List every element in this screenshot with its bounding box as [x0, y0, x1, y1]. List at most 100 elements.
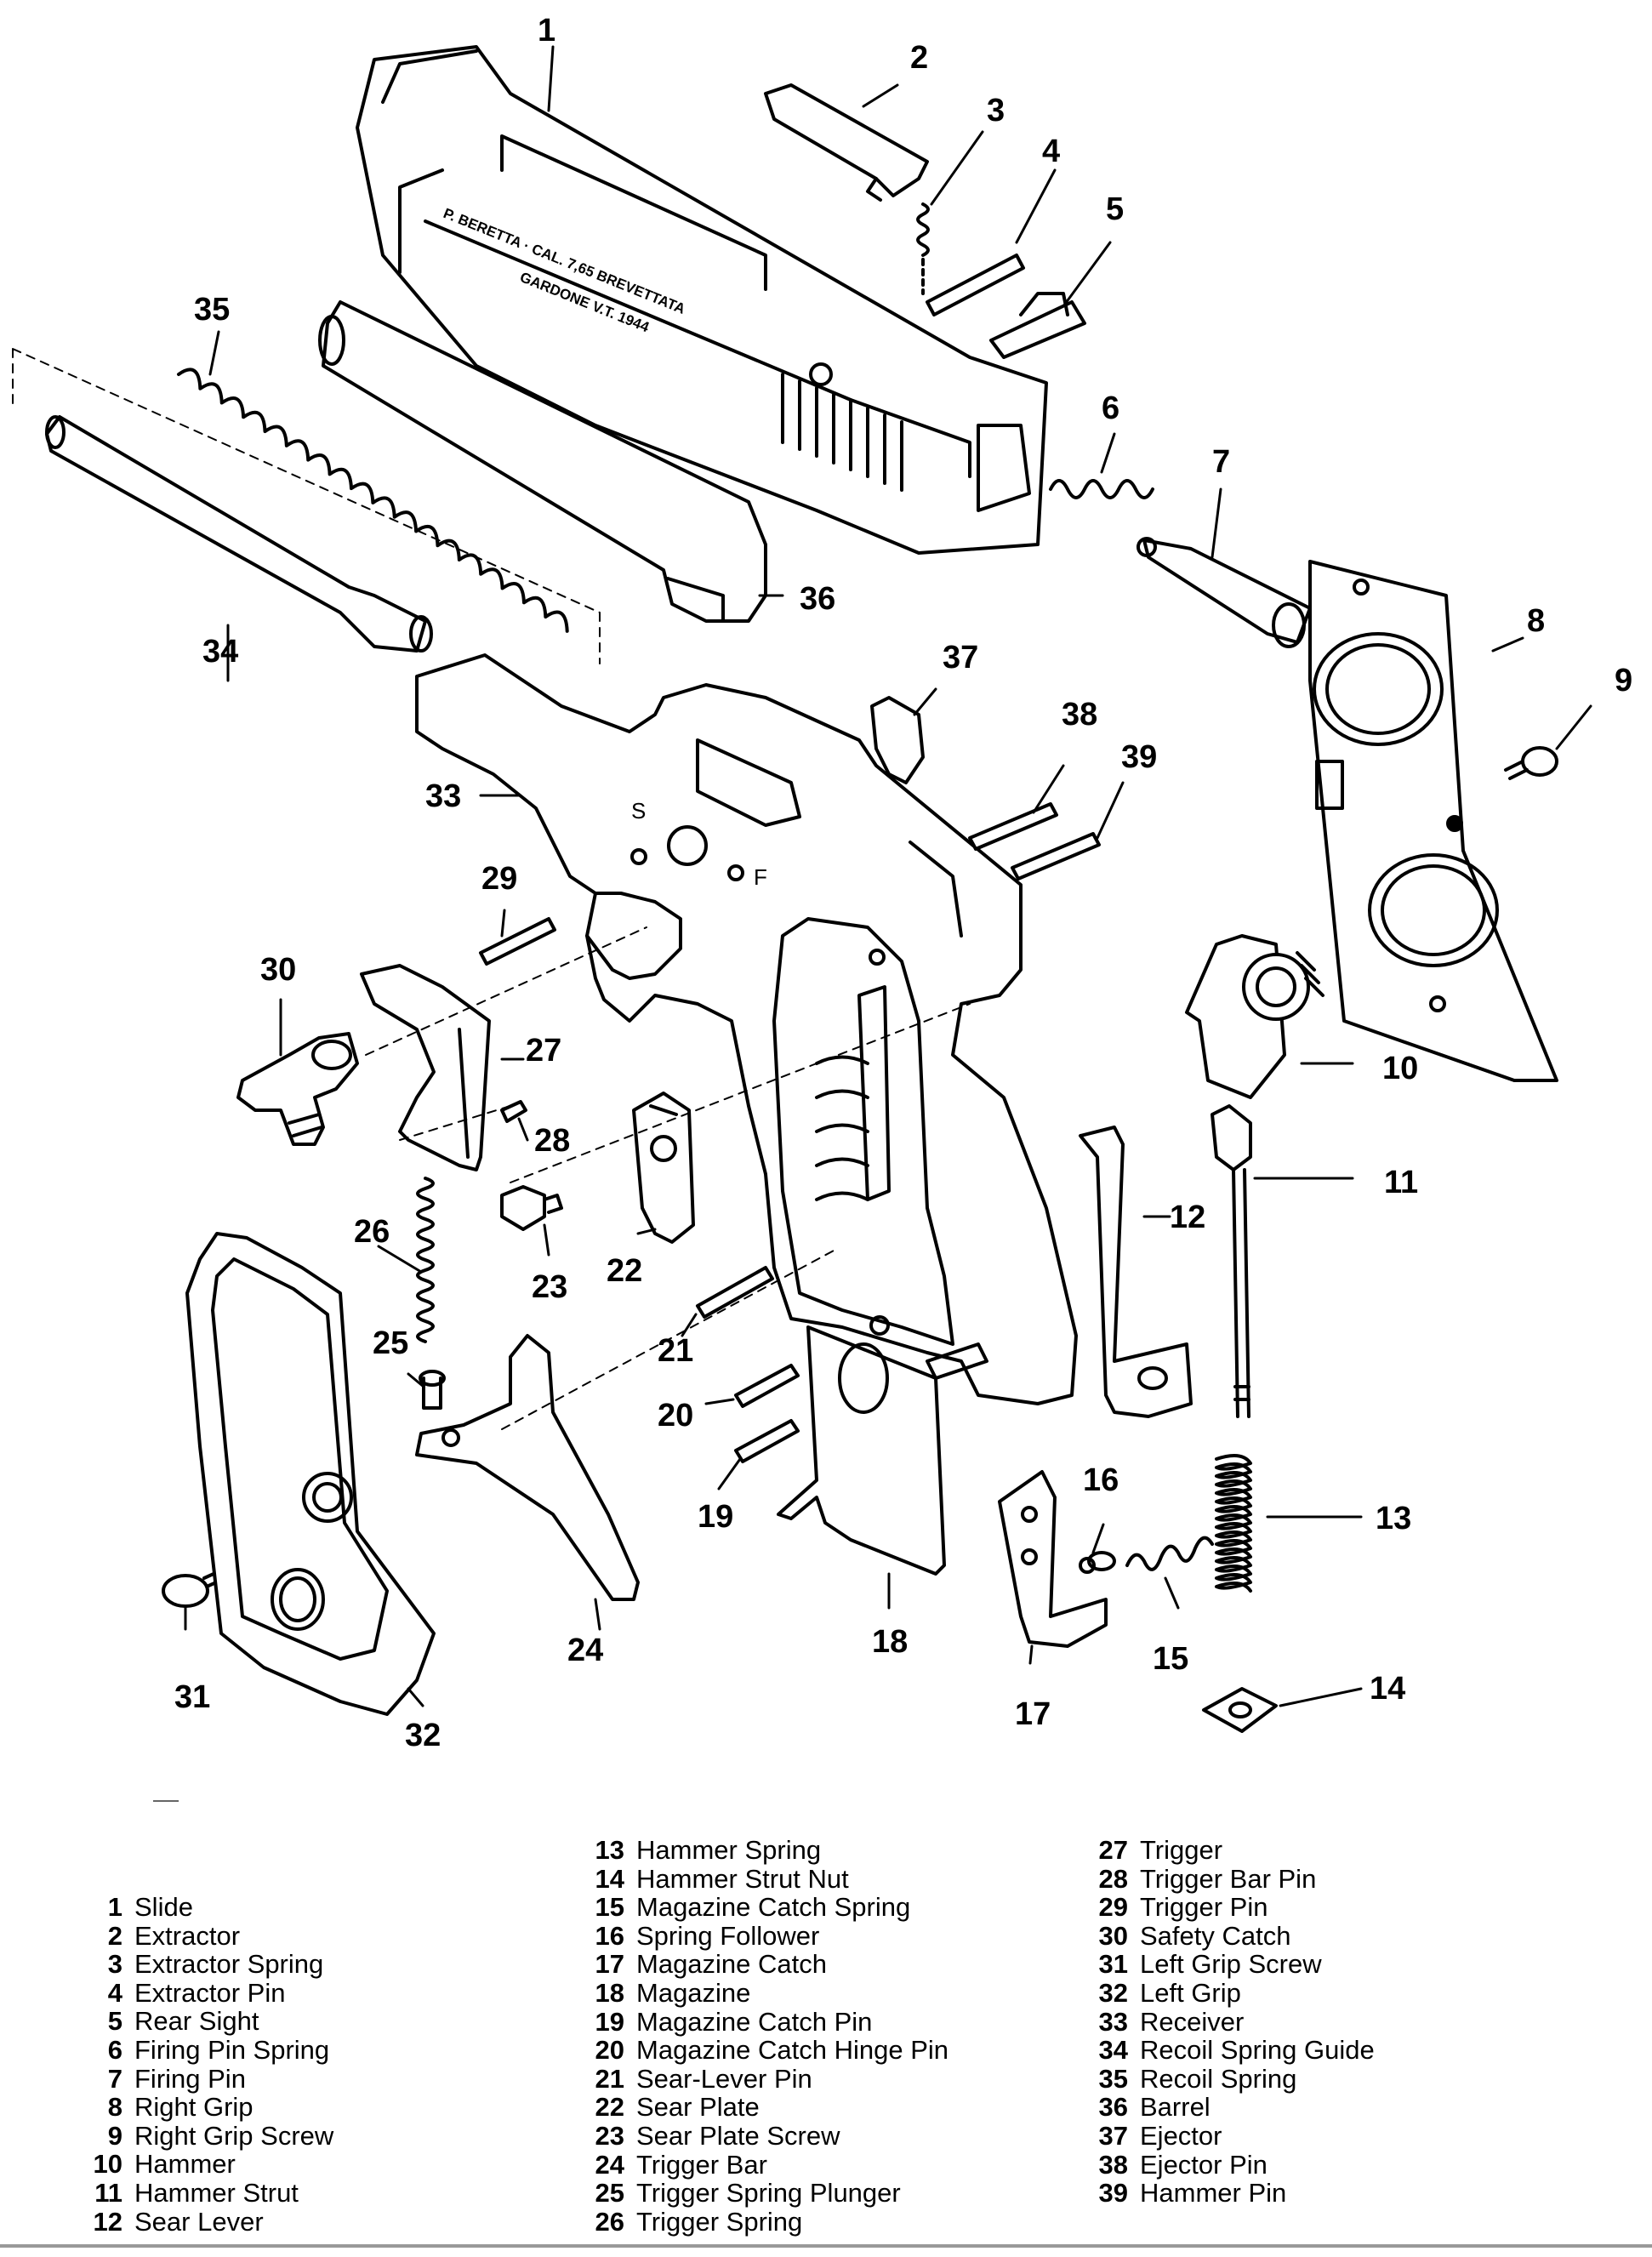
part-extractor-pin	[926, 254, 1025, 316]
callout-8: 8	[1527, 603, 1545, 639]
part-hammer-strut	[1211, 1104, 1252, 1418]
part-spring-follower	[1079, 1551, 1116, 1574]
part-magazine-catch	[998, 1470, 1108, 1648]
callout-11: 11	[1384, 1165, 1418, 1200]
callout-3: 3	[987, 93, 1005, 128]
callout-37: 37	[943, 640, 978, 675]
callout-34: 34	[202, 634, 238, 670]
part-ejector	[870, 696, 925, 784]
callout-24: 24	[567, 1633, 603, 1668]
callout-32: 32	[405, 1718, 441, 1753]
receiver-safe-mark: S	[631, 798, 646, 824]
callout-28: 28	[534, 1123, 570, 1159]
part-extractor-spring	[916, 202, 930, 295]
callout-10: 10	[1382, 1051, 1418, 1086]
part-right-grip-screw	[1504, 746, 1558, 780]
callout-16: 16	[1083, 1462, 1119, 1498]
part-trigger-spring-plunger	[419, 1370, 446, 1410]
callout-39: 39	[1121, 739, 1157, 775]
callout-1: 1	[538, 13, 555, 48]
callout-33: 33	[425, 778, 461, 814]
callout-35: 35	[194, 292, 230, 328]
callout-31: 31	[174, 1679, 210, 1715]
callout-4: 4	[1042, 134, 1060, 169]
part-barrel	[318, 300, 767, 623]
part-sear-plate	[632, 1091, 695, 1244]
callout-36: 36	[800, 581, 835, 617]
part-receiver	[415, 653, 1078, 1405]
callout-15: 15	[1153, 1641, 1188, 1677]
callout-30: 30	[260, 952, 296, 988]
callout-27: 27	[526, 1033, 561, 1069]
part-magazine-catch-pin	[734, 1419, 800, 1463]
callout-21: 21	[658, 1333, 693, 1369]
part-sear-plate-screw	[500, 1185, 563, 1231]
callout-13: 13	[1376, 1501, 1411, 1536]
part-trigger-bar-pin	[500, 1100, 527, 1123]
callout-6: 6	[1102, 390, 1119, 426]
part-hammer-strut-nut	[1202, 1687, 1278, 1733]
part-magazine-catch-hinge-pin	[734, 1364, 800, 1408]
part-trigger-bar	[415, 1334, 640, 1601]
part-right-grip	[1308, 560, 1558, 1082]
assembly-guide-lines	[365, 926, 971, 1430]
exploded-parts-diagram: P. BERETTA · CAL. 7,65 BREVETTATA GARDON…	[12, 13, 1632, 1802]
part-recoil-spring	[177, 368, 569, 633]
callout-18: 18	[872, 1624, 908, 1660]
bracket-dashes	[12, 348, 601, 664]
callout-29: 29	[481, 861, 517, 897]
part-trigger	[360, 964, 491, 1171]
receiver-fire-mark: F	[754, 864, 767, 890]
callout-9: 9	[1615, 663, 1632, 698]
callout-17: 17	[1015, 1696, 1051, 1732]
bottom-rule	[0, 2244, 1652, 2248]
part-trigger-spring	[416, 1177, 435, 1343]
part-firing-pin-spring	[1049, 479, 1154, 499]
callout-22: 22	[607, 1253, 642, 1289]
part-magazine-catch-spring	[1125, 1536, 1214, 1571]
part-trigger-pin	[479, 917, 556, 966]
callout-38: 38	[1062, 697, 1097, 732]
part-magazine	[777, 1325, 946, 1576]
part-sear-lever-pin	[696, 1266, 774, 1319]
part-extractor	[764, 83, 929, 202]
callout-2: 2	[910, 40, 928, 76]
callout-20: 20	[658, 1398, 693, 1433]
leader-lines	[184, 45, 1592, 1707]
callout-12: 12	[1170, 1200, 1205, 1235]
part-hammer-spring	[1215, 1454, 1252, 1593]
part-left-grip-screw	[162, 1568, 227, 1608]
part-sear-lever	[1079, 1126, 1193, 1418]
callout-14: 14	[1370, 1671, 1405, 1707]
